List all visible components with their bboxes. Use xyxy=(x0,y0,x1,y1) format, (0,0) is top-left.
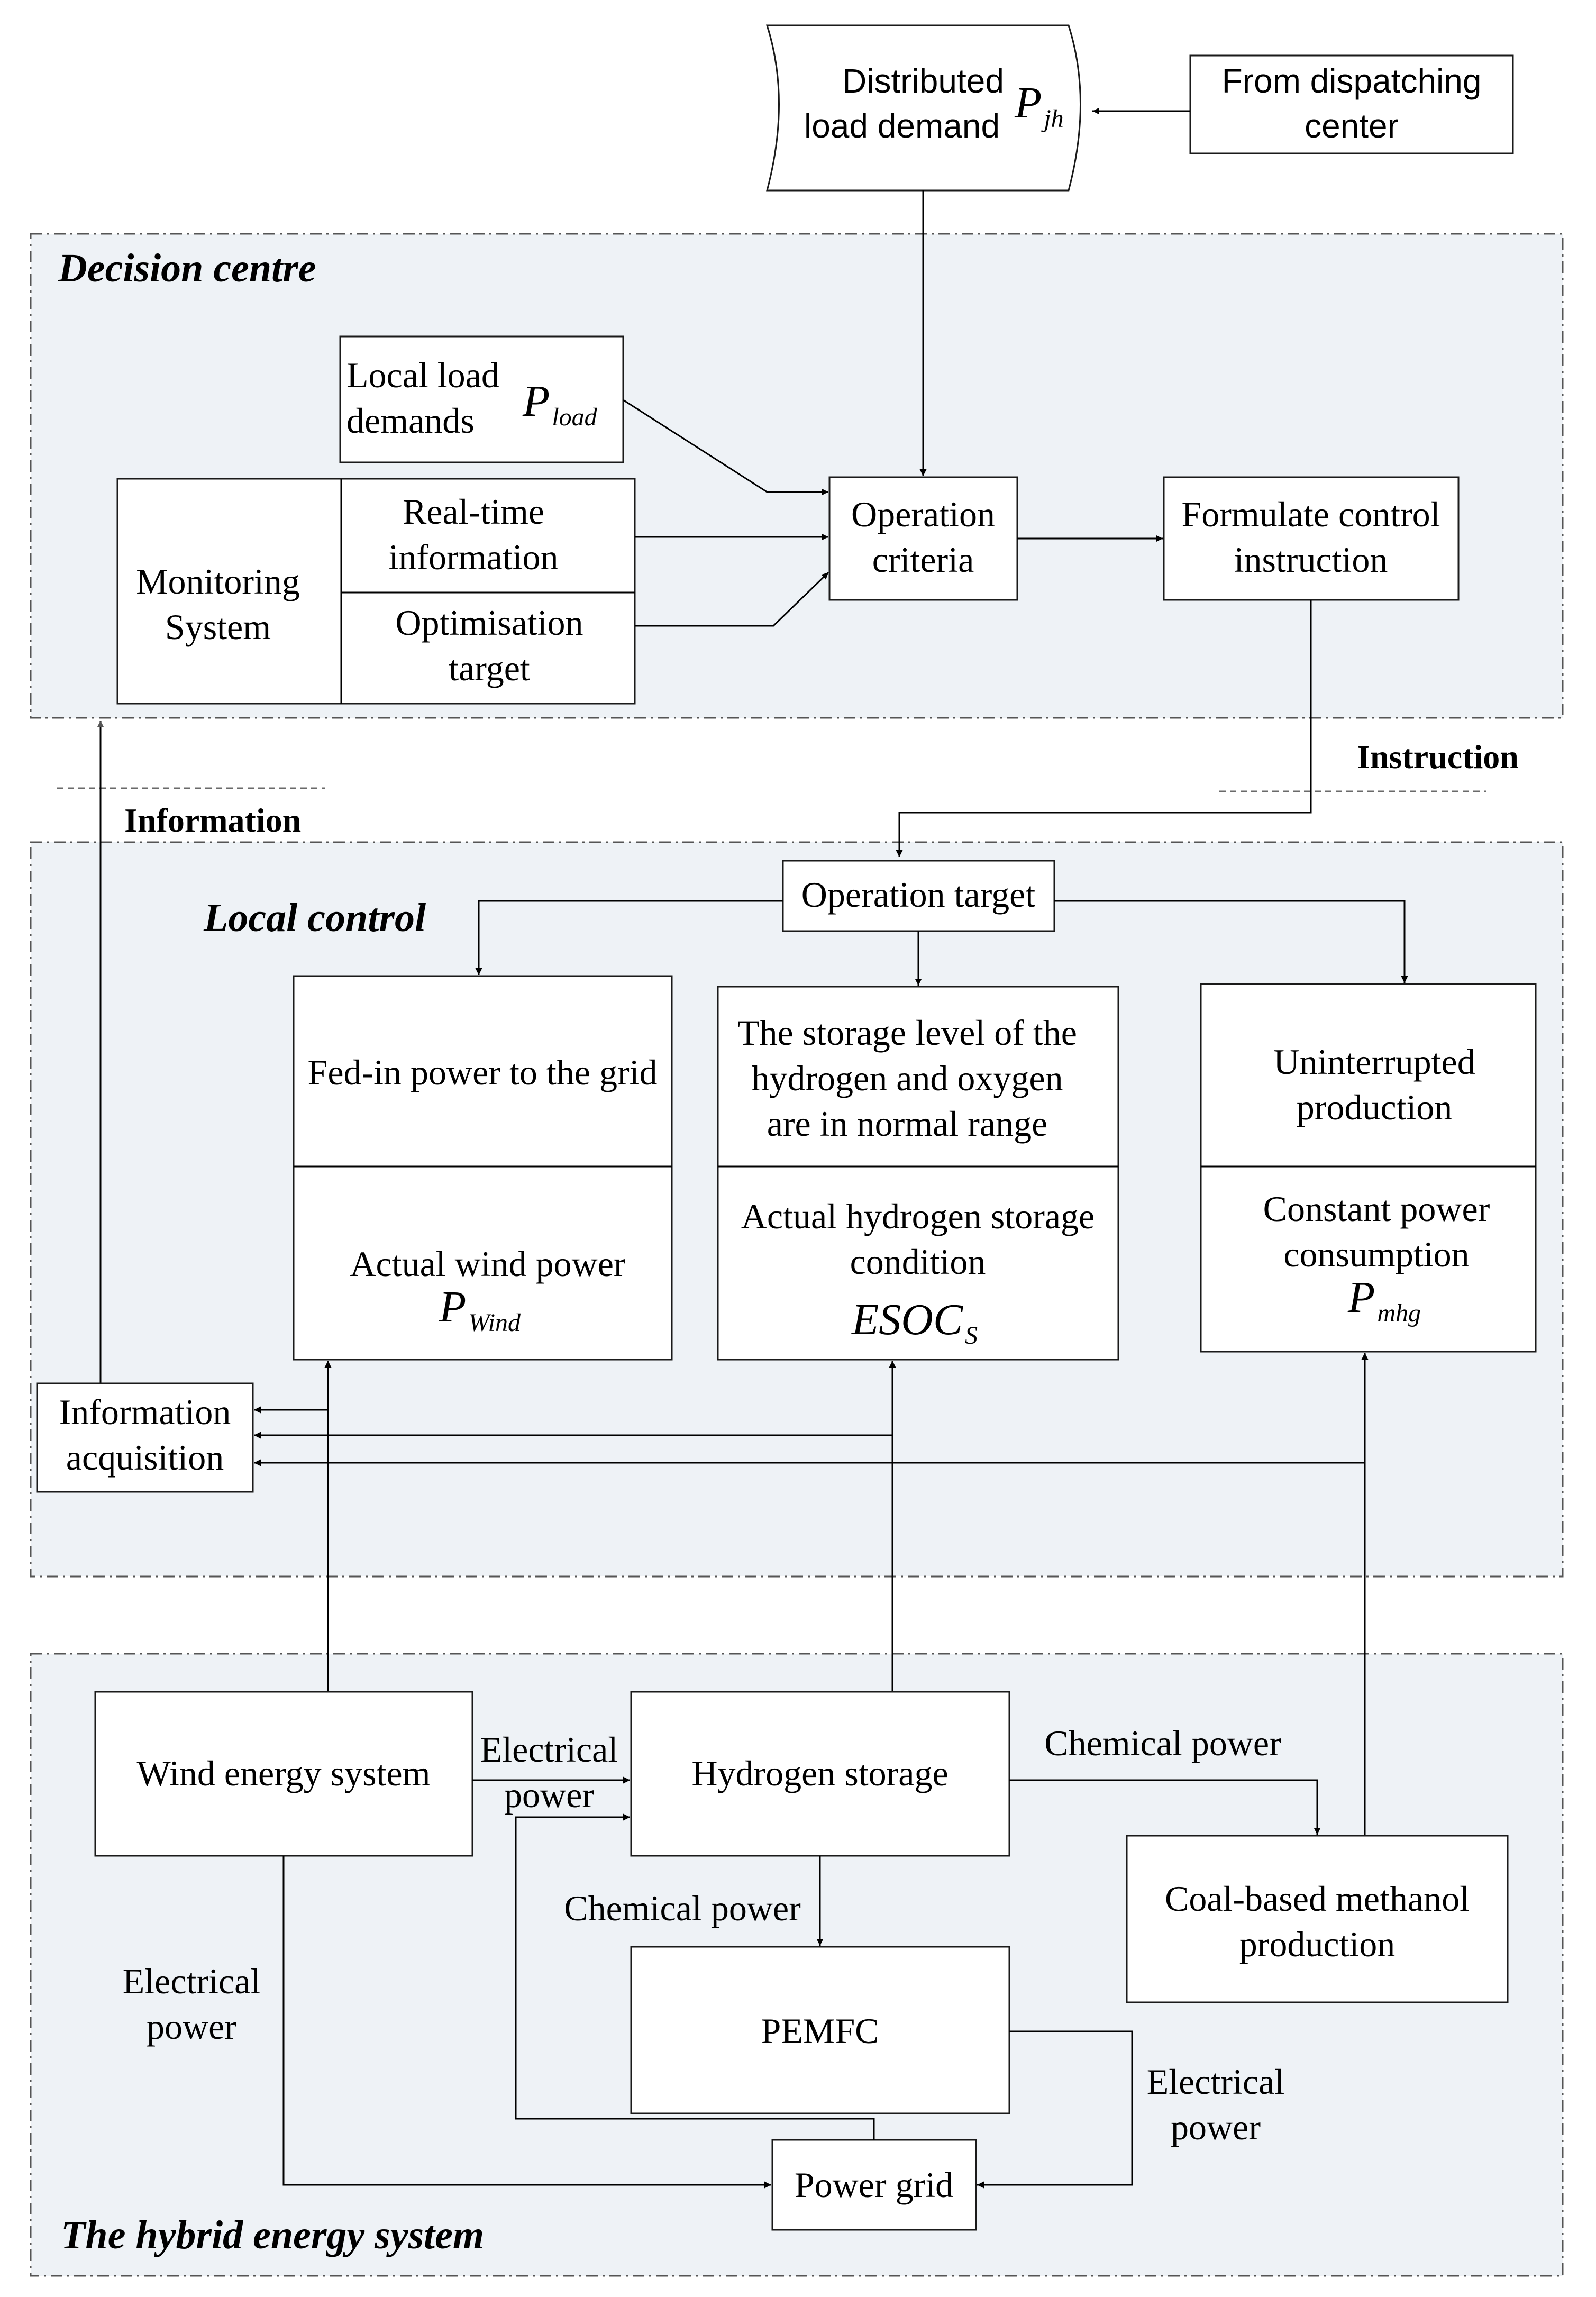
actual-hydrogen-line-1: Actual hydrogen storage xyxy=(741,1196,1095,1236)
wind-power-box: Fed-in power to the grid Actual wind pow… xyxy=(293,975,673,1361)
realtime-line-2: information xyxy=(388,537,558,577)
hydrogen-storage-box: Hydrogen storage xyxy=(630,1691,1010,1857)
power-grid-box: Power grid xyxy=(771,2139,977,2231)
electrical-power-right-line-1: Electrical xyxy=(1147,2062,1284,2102)
information-acquisition-box: Information acquisition xyxy=(36,1382,254,1493)
esoc-symbol: ESOCS xyxy=(851,1295,978,1350)
pemfc-label: PEMFC xyxy=(761,2011,879,2051)
optimisation-to-criteria-arrow xyxy=(635,571,829,627)
distributed-load-demand-line-1: Distributed xyxy=(842,62,1004,100)
hybrid-energy-system-title: The hybrid energy system xyxy=(61,2213,484,2257)
constant-line-2: consumption xyxy=(1283,1234,1469,1274)
storage-level-line-2: hydrogen and oxygen xyxy=(751,1058,1063,1098)
hydrogen-condition-box: The storage level of the hydrogen and ox… xyxy=(717,986,1119,1361)
dispatching-center-line-2: center xyxy=(1305,107,1399,145)
optimisation-line-1: Optimisation xyxy=(395,603,583,643)
criteria-line-1: Operation xyxy=(851,494,995,534)
distributed-load-demand-box: Distributed load demand Pjh xyxy=(765,24,1081,192)
electrical-power-right-line-2: power xyxy=(1171,2107,1261,2147)
monitoring-system-box: Monitoring System Real-time information … xyxy=(116,478,636,705)
monitoring-line-2: System xyxy=(165,607,271,647)
methanol-line-2: production xyxy=(1239,1924,1396,1964)
storage-level-line-1: The storage level of the xyxy=(737,1013,1077,1053)
mhg-symbol: Pmhg xyxy=(1347,1273,1421,1327)
grid-to-hydrogen-arrow xyxy=(515,1813,875,2140)
instruction-arrow xyxy=(896,600,1312,857)
methanol-production-box: Coal-based methanol production xyxy=(1126,1835,1509,2003)
electrical-power-left-line-1: Electrical xyxy=(123,1961,260,2001)
pemfc-to-grid-arrow xyxy=(977,2030,1133,2189)
wind-energy-system-label: Wind energy system xyxy=(136,1753,430,1793)
chemical-power-down-label: Chemical power xyxy=(564,1888,801,1928)
power-grid-label: Power grid xyxy=(795,2165,953,2205)
hydrogen-storage-label: Hydrogen storage xyxy=(691,1753,948,1793)
constant-line-1: Constant power xyxy=(1263,1189,1490,1229)
operation-target-label: Operation target xyxy=(801,874,1036,915)
wind-symbol: PWind xyxy=(439,1282,521,1337)
production-box: Uninterrupted production Constant power … xyxy=(1200,983,1537,1353)
local-control-title: Local control xyxy=(203,896,426,940)
hydrogen-to-methanol-arrow xyxy=(1009,1779,1321,1835)
acquisition-line-2: acquisition xyxy=(66,1437,224,1478)
formulate-control-instruction-box: Formulate control instruction xyxy=(1163,476,1460,601)
criteria-line-2: criteria xyxy=(872,540,974,580)
uninterrupted-line-1: Uninterrupted xyxy=(1273,1042,1475,1082)
electrical-power-left-line-2: power xyxy=(147,2007,236,2047)
realtime-line-1: Real-time xyxy=(403,491,544,532)
actual-hydrogen-line-2: condition xyxy=(850,1242,986,1282)
formulate-line-1: Formulate control xyxy=(1181,494,1440,534)
decision-centre-title: Decision centre xyxy=(58,246,316,290)
information-label: Information xyxy=(124,801,301,839)
operation-target-box: Operation target xyxy=(782,860,1055,932)
optimisation-line-2: target xyxy=(449,648,530,688)
local-load-symbol: Pload xyxy=(522,377,598,431)
dispatching-center-box: From dispatching center xyxy=(1189,54,1514,154)
monitoring-line-1: Monitoring xyxy=(136,561,300,601)
operation-criteria-box: Operation criteria xyxy=(828,476,1018,601)
pemfc-box: PEMFC xyxy=(630,1946,1010,2114)
dispatching-center-line-1: From dispatching xyxy=(1222,62,1482,100)
formulate-line-2: instruction xyxy=(1234,540,1388,580)
local-load-line-1: Local load xyxy=(346,355,499,395)
demand-symbol: Pjh xyxy=(1014,78,1064,133)
wind-to-grid-arrow xyxy=(282,1856,771,2189)
electrical-power-top-line-2: power xyxy=(504,1775,594,1815)
local-load-line-2: demands xyxy=(346,400,475,441)
storage-level-line-3: are in normal range xyxy=(767,1104,1048,1144)
distributed-load-demand-line-2: load demand xyxy=(804,107,1000,145)
acquisition-line-1: Information xyxy=(59,1392,231,1432)
uninterrupted-line-2: production xyxy=(1297,1087,1453,1127)
methanol-line-1: Coal-based methanol xyxy=(1165,1879,1470,1919)
target-to-production-arrow xyxy=(1054,900,1408,983)
local-load-demands-box: Local load demands Pload xyxy=(339,335,624,463)
local-load-to-criteria-arrow xyxy=(623,399,828,496)
target-to-wind-arrow xyxy=(475,900,783,975)
wind-energy-system-box: Wind energy system xyxy=(94,1691,473,1857)
chemical-power-right-label: Chemical power xyxy=(1044,1723,1281,1763)
fedin-label: Fed-in power to the grid xyxy=(308,1052,658,1092)
actual-wind-label: Actual wind power xyxy=(350,1244,626,1284)
electrical-power-top-line-1: Electrical xyxy=(480,1729,618,1770)
instruction-label: Instruction xyxy=(1357,738,1519,776)
